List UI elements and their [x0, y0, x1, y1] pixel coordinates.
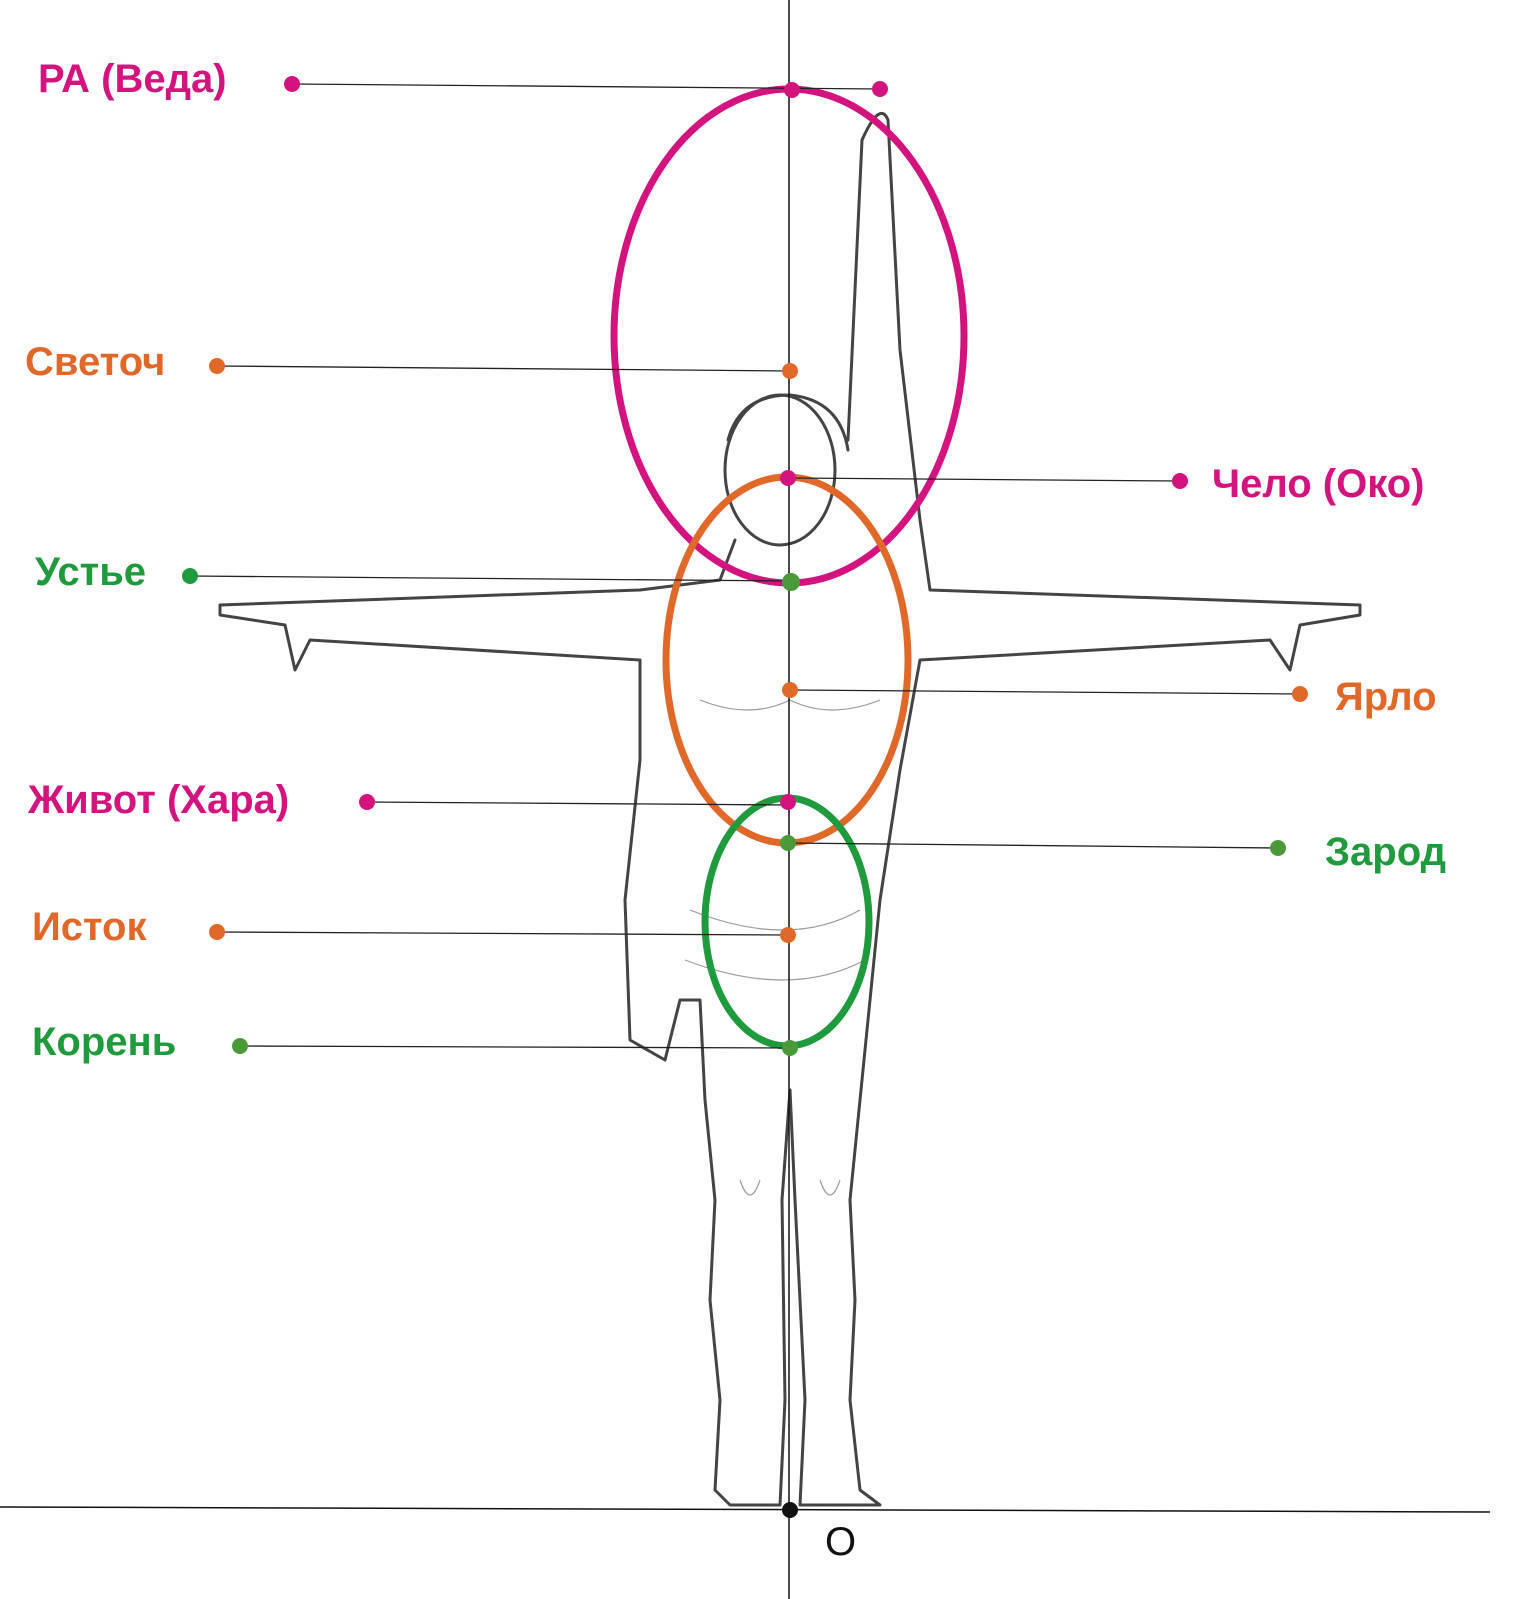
koren-label-dot: [232, 1038, 248, 1054]
zarod-label-dot: [1270, 840, 1286, 856]
ustye-point: [782, 573, 800, 591]
label-ustye: Устье: [35, 550, 146, 594]
points: [182, 76, 1308, 1056]
zarod-point: [780, 835, 796, 851]
istok-label-dot: [209, 924, 225, 940]
label-svetoch: Светоч: [25, 340, 165, 384]
label-chelo: Чело (Око): [1212, 462, 1424, 506]
koren-point: [782, 1040, 798, 1056]
left-side-outline: [218, 538, 792, 1507]
middle-ellipse-orange: [662, 473, 912, 847]
label-ra: РА (Веда): [38, 57, 227, 101]
svetoch-point: [782, 363, 798, 379]
label-yarlo: Ярло: [1335, 675, 1437, 719]
right-side-outline: [788, 111, 1362, 1507]
label-zarod: Зарод: [1325, 830, 1446, 874]
svetoch-label-dot: [209, 358, 225, 374]
label-zhivot: Живот (Хара): [27, 778, 289, 822]
label-koren: Корень: [32, 1020, 176, 1064]
body-details: [684, 699, 881, 1196]
origin-point: [782, 1502, 798, 1518]
yarlo-point: [782, 682, 798, 698]
yarlo-label-dot: [1292, 686, 1308, 702]
hair: [726, 393, 850, 452]
zhivot-label-dot: [359, 794, 375, 810]
chelo-point: [780, 470, 796, 486]
leader-lines: [189, 83, 1301, 1049]
head: [723, 393, 837, 547]
ra-hand-point: [872, 81, 888, 97]
label-istok: Исток: [32, 905, 147, 949]
istok-point: [780, 927, 796, 943]
ustye-label-dot: [182, 568, 198, 584]
ra-point: [784, 82, 800, 98]
ra-label-dot: [284, 76, 300, 92]
horizontal-axis: [0, 1506, 1491, 1513]
origin-label: O: [825, 1520, 856, 1564]
chelo-label-dot: [1172, 473, 1188, 489]
zhivot-point: [780, 794, 796, 810]
